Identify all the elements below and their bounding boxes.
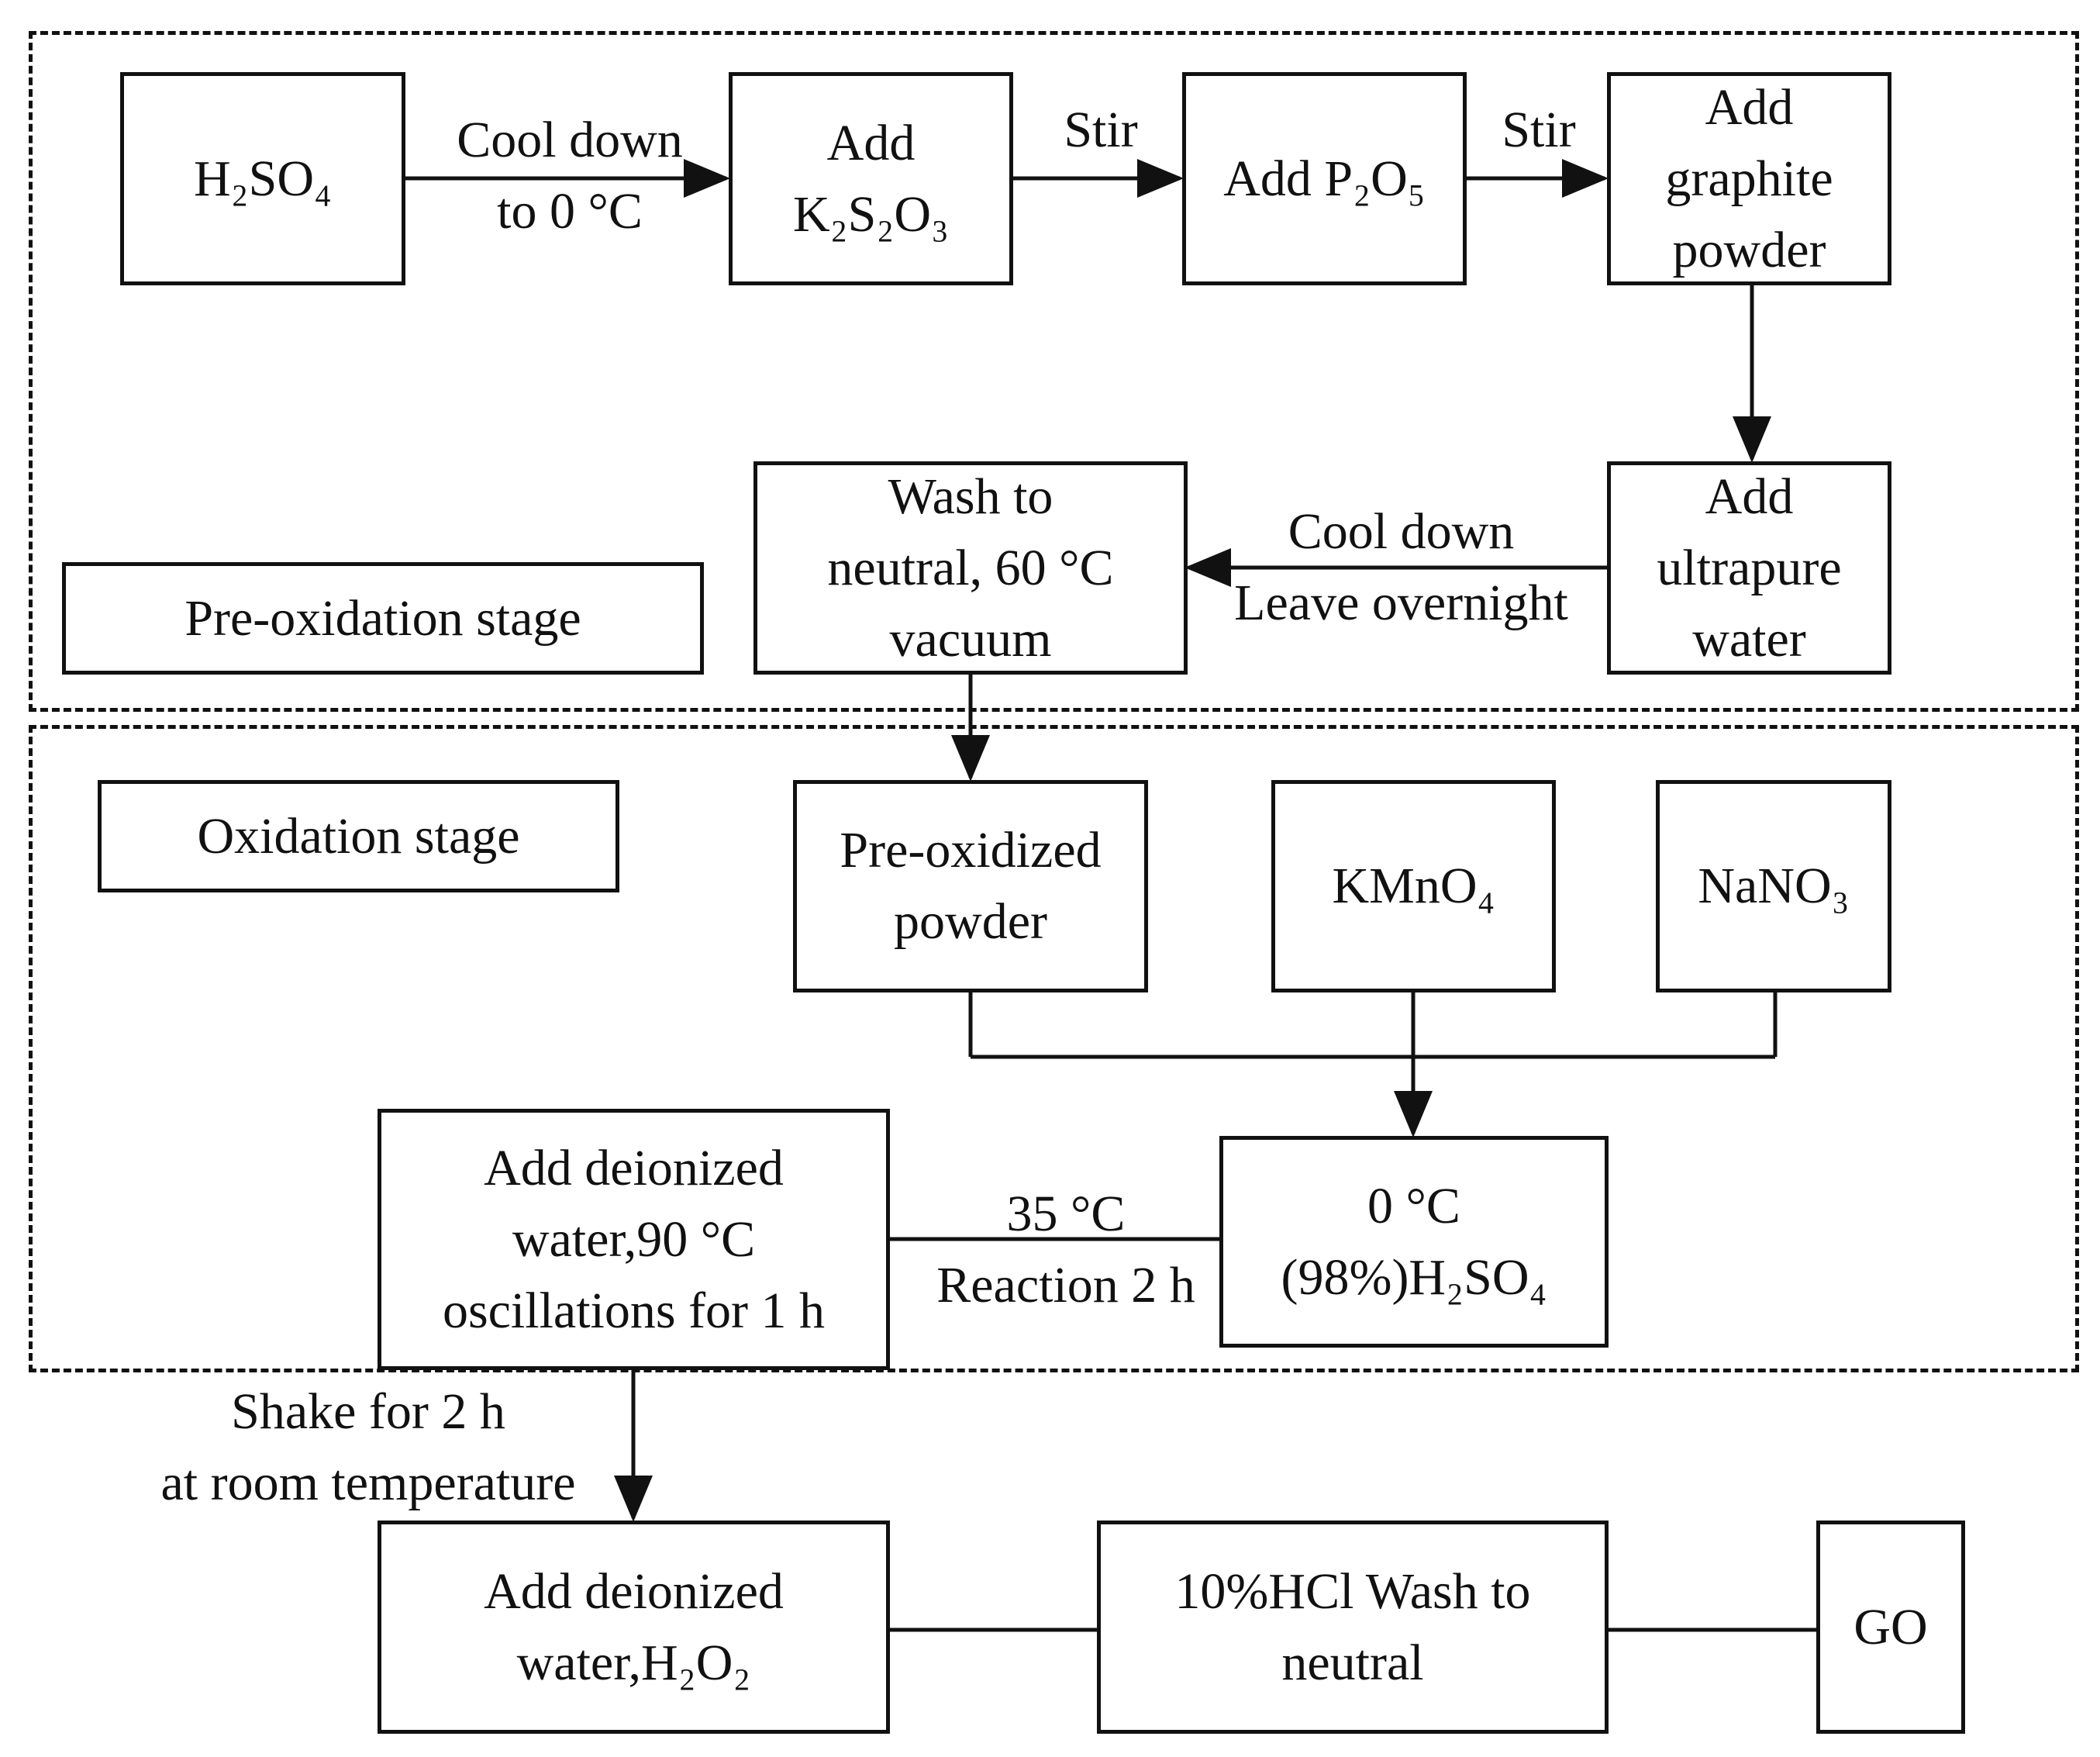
oxidation-stage-text: Oxidation stage [197,807,520,865]
cold-h2so4-line-2: (98%)H₂SO₄ [1281,1248,1547,1306]
hcl-wash-line-1: 10%HCl Wash to [1174,1562,1531,1620]
reaction-35-line-1: 35 °C [1006,1186,1126,1242]
add-graphite-line-3: powder [1672,221,1826,278]
add-deionized-90-line-2: water,90 °C [512,1210,756,1268]
nano3-text: NaNO₃ [1698,858,1850,914]
reaction-35-line-2: Reaction 2 h [936,1257,1195,1313]
h2so4-box: H₂SO₄ [120,72,405,285]
add-p2o5-text: Add P₂O₅ [1223,150,1426,207]
oxidation-stage-frame [29,725,2079,1372]
edge-label-stir-2: Stir [1473,95,1605,166]
add-p2o5-box: Add P₂O₅ [1182,72,1467,285]
cool-down-0-line-2: to 0 °C [497,183,643,240]
add-deionized-90-box: Add deionized water,90 °C oscillations f… [378,1109,890,1370]
preoxidized-line-1: Pre-oxidized [840,822,1102,878]
stir-1-text: Stir [1064,102,1138,158]
edge-label-cool-overnight: Cool down Leave overnight [1198,496,1605,639]
add-deionized-90-line-1: Add deionized [484,1139,784,1196]
add-ultrapure-line-2: ultrapure [1657,539,1842,596]
kmno4-text: KMnO₄ [1332,858,1495,914]
go-text: GO [1853,1598,1928,1655]
preoxidized-powder-box: Pre-oxidized powder [793,780,1148,992]
add-k2s2o3-box: Add K₂S₂O₃ [729,72,1013,285]
cold-h2so4-line-1: 0 °C [1367,1177,1460,1234]
cold-h2so4-box: 0 °C (98%)H₂SO₄ [1219,1136,1609,1348]
add-deionized-h2o2-box: Add deionized water,H₂O₂ [378,1521,890,1734]
edge-label-cool-down-0: Cool down to 0 °C [411,105,729,247]
edge-label-reaction-35: 35 °C Reaction 2 h [899,1179,1233,1321]
edge-label-shake-2h: Shake for 2 h at room temperature [116,1376,620,1519]
add-deionized-h2o2-line-2: water,H₂O₂ [516,1634,751,1691]
wash-neutral-line-3: vacuum [889,610,1052,668]
add-graphite-line-1: Add [1705,78,1794,136]
add-ultrapure-line-1: Add [1705,468,1794,525]
hcl-wash-line-2: neutral [1281,1634,1424,1691]
add-graphite-line-2: graphite [1665,150,1833,207]
add-ultrapure-line-3: water [1692,610,1806,668]
wash-neutral-box: Wash to neutral, 60 °C vacuum [753,461,1188,675]
pre-oxidation-stage-label: Pre-oxidation stage [62,562,704,675]
cool-overnight-line-1: Cool down [1288,503,1515,560]
add-deionized-90-line-3: oscillations for 1 h [442,1282,826,1339]
pre-oxidation-stage-text: Pre-oxidation stage [184,589,581,647]
hcl-wash-box: 10%HCl Wash to neutral [1097,1521,1609,1734]
add-k2s2o3-line-1: Add [826,114,916,171]
shake-2h-line-1: Shake for 2 h [231,1383,505,1440]
add-graphite-box: Add graphite powder [1607,72,1891,285]
shake-2h-line-2: at room temperature [160,1455,576,1511]
cool-down-0-line-1: Cool down [457,112,683,168]
pre-oxidation-stage-frame [29,31,2079,712]
preoxidized-line-2: powder [894,893,1047,950]
cool-overnight-line-2: Leave overnight [1234,575,1568,631]
add-k2s2o3-line-2: K₂S₂O₃ [792,185,950,243]
stir-2-text: Stir [1502,102,1576,158]
edge-label-stir-1: Stir [1023,95,1178,166]
wash-neutral-line-2: neutral, 60 °C [827,539,1114,596]
h2so4-text: H₂SO₄ [193,150,333,207]
add-ultrapure-box: Add ultrapure water [1607,461,1891,675]
kmno4-box: KMnO₄ [1271,780,1556,992]
add-deionized-h2o2-line-1: Add deionized [484,1562,784,1620]
wash-neutral-line-1: Wash to [888,468,1053,525]
nano3-box: NaNO₃ [1656,780,1891,992]
oxidation-stage-label: Oxidation stage [98,780,619,892]
go-box: GO [1816,1521,1965,1734]
